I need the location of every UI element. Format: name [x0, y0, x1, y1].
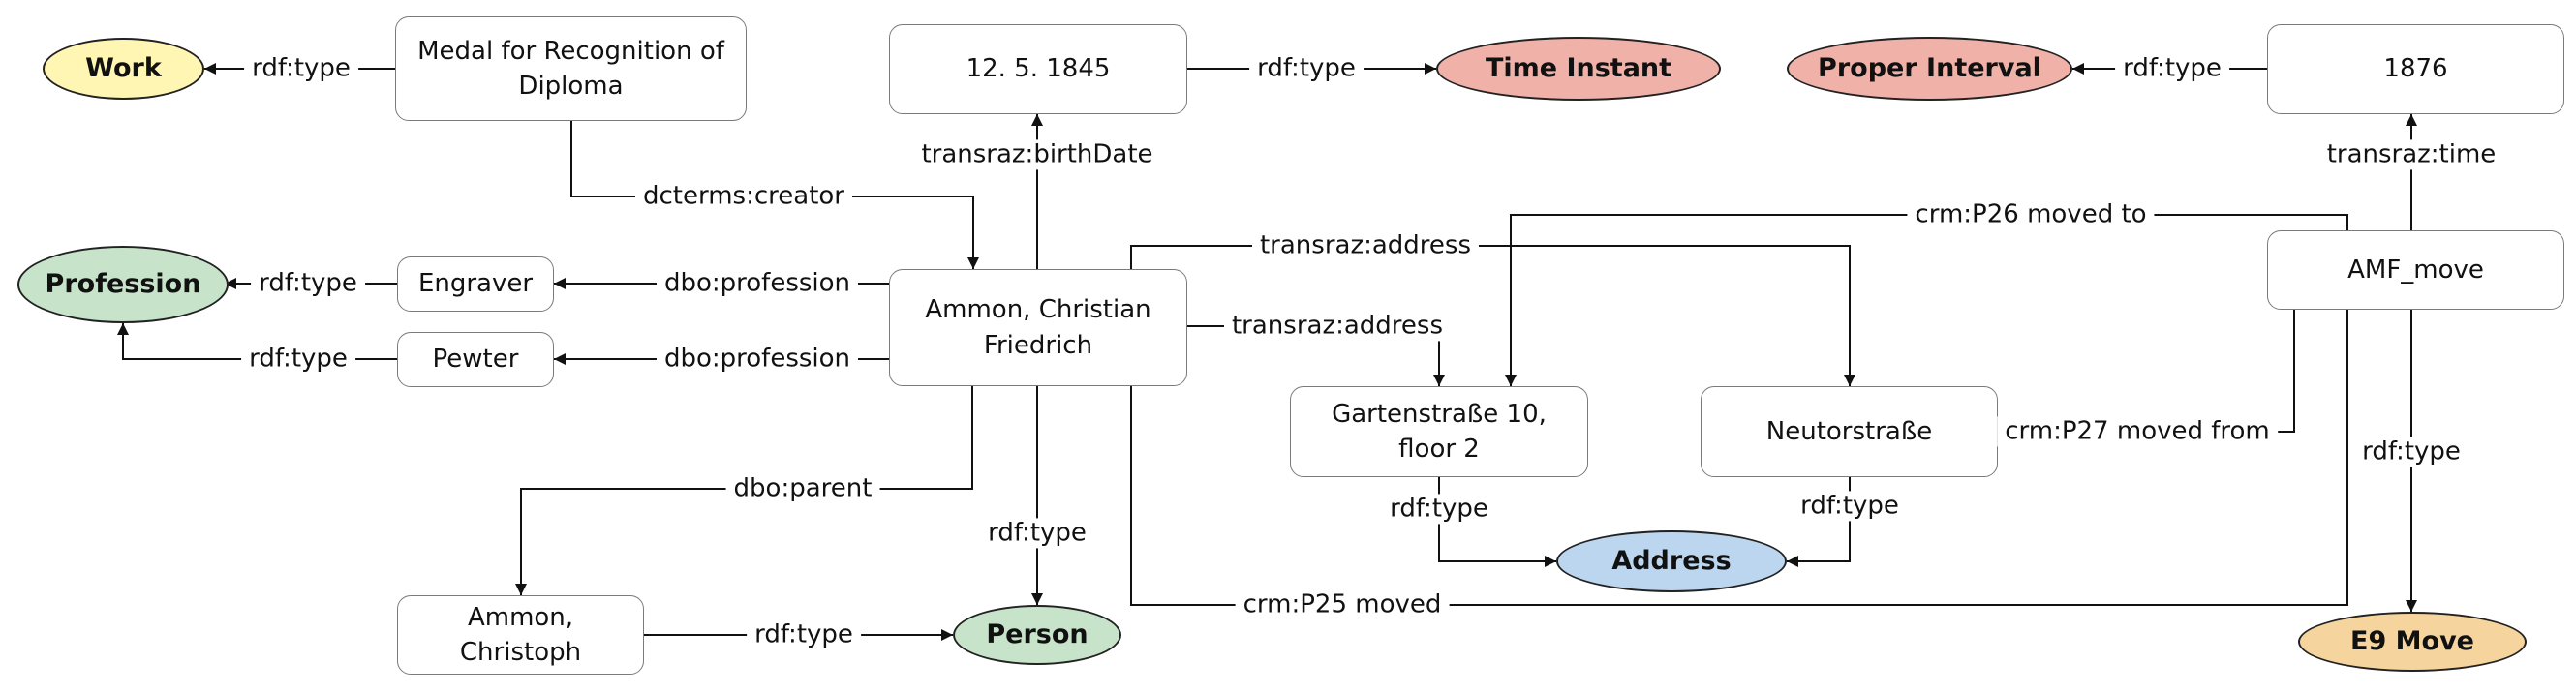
edge-label-profession-2: dbo:profession	[656, 344, 859, 375]
edge-label-p26: crm:P26 moved to	[1907, 199, 2155, 230]
node-amf-move: AMF_move	[2267, 230, 2564, 310]
node-gartenstrasse: Gartenstraße 10, floor 2	[1290, 386, 1588, 477]
edge-label-parent: dbo:parent	[725, 473, 880, 504]
edge-address-1	[1130, 245, 1855, 386]
node-proper-interval: Proper Interval	[1787, 37, 2072, 101]
edge-label-time: transraz:time	[2318, 139, 2504, 170]
node-neutorstrasse: Neutorstraße	[1701, 386, 1998, 477]
edge-label-christoph-type: rdf:type	[747, 619, 861, 650]
node-person: Person	[953, 605, 1121, 665]
edge-p27	[1998, 310, 2295, 437]
edge-label-person-type: rdf:type	[980, 518, 1094, 549]
edge-label-address-2: transraz:address	[1223, 311, 1452, 342]
edge-label-birth-date: transraz:birthDate	[913, 139, 1161, 170]
edge-label-medal-type: rdf:type	[244, 53, 358, 84]
node-date-1845: 12. 5. 1845	[889, 24, 1187, 114]
edge-label-neutor-type: rdf:type	[1793, 491, 1907, 522]
node-pewter: Pewter	[397, 332, 554, 387]
edge-label-p25: crm:P25 moved	[1235, 589, 1450, 620]
node-address: Address	[1556, 530, 1787, 592]
node-profession: Profession	[17, 246, 229, 323]
node-work: Work	[43, 38, 204, 100]
node-ammon-christian-friedrich: Ammon, Christian Friedrich	[889, 269, 1187, 386]
node-ammon-christoph: Ammon, Christoph	[397, 595, 644, 675]
node-engraver: Engraver	[397, 256, 554, 312]
edge-label-address-1: transraz:address	[1251, 230, 1480, 261]
node-e9-move: E9 Move	[2298, 612, 2527, 672]
edge-label-engraver-type: rdf:type	[251, 268, 365, 299]
edge-label-profession-1: dbo:profession	[656, 268, 859, 299]
edge-label-p27: crm:P27 moved from	[1997, 416, 2278, 447]
edge-label-garten-type: rdf:type	[1382, 494, 1496, 525]
edge-label-move-type: rdf:type	[2354, 437, 2469, 467]
node-medal: Medal for Recognition of Diploma	[395, 16, 747, 121]
node-time-instant: Time Instant	[1436, 37, 1721, 101]
node-year-1876: 1876	[2267, 24, 2564, 114]
edge-p25	[1130, 261, 2353, 606]
edge-label-pewter-type: rdf:type	[241, 344, 355, 375]
edge-label-birth-type: rdf:type	[1249, 53, 1364, 84]
edge-label-creator: dcterms:creator	[635, 181, 852, 212]
edge-p26	[1505, 214, 2348, 386]
edge-label-interval-type: rdf:type	[2115, 53, 2229, 84]
